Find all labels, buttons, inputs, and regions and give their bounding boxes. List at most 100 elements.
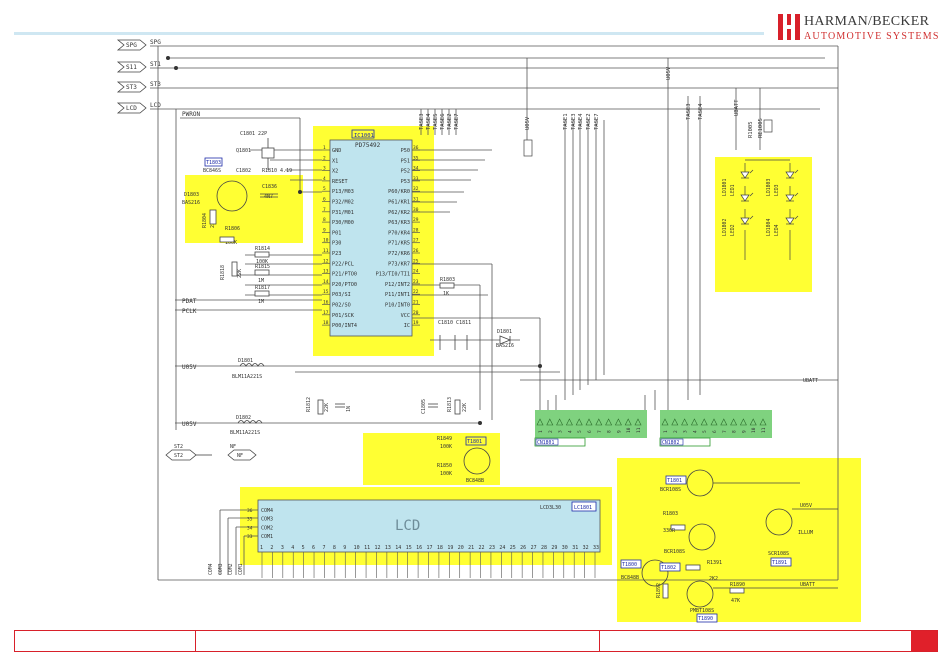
drv-r3-val: 47K	[731, 598, 740, 604]
mcu-pin-number: 32	[413, 186, 419, 192]
lcd-segment-number: 28	[541, 545, 547, 551]
connector-st3	[116, 81, 147, 93]
l1801-part: BLM11A221S	[232, 374, 262, 380]
c1812-ref: R1812	[306, 397, 312, 412]
mcu-ref: IC1001	[354, 133, 374, 139]
mcu-pin-name: VCC	[401, 313, 410, 319]
r1818-val: 22K	[237, 269, 243, 278]
lcd-segment-number: 16	[416, 545, 422, 551]
d1803-part: BAS216	[182, 200, 200, 206]
c1813-ref: R1813	[447, 397, 453, 412]
q1801-ref: Q1801	[236, 148, 251, 154]
mcu-pin-name: X2	[332, 169, 338, 175]
l1802-part: BLM11A221S	[230, 430, 260, 436]
connector-pin-number: 5	[702, 430, 708, 433]
net-label: TASE1	[563, 113, 569, 130]
net-label: ST1	[150, 61, 161, 68]
drv-r4-ref: R1892	[656, 583, 662, 598]
drv-r3-ref: R1890	[730, 582, 745, 588]
mcu-pin-name: P51	[401, 158, 410, 164]
lcd-segment-number: 21	[468, 545, 474, 551]
mcu-pin-name: P61/KR1	[388, 200, 410, 206]
footer-red-box	[911, 631, 937, 651]
mcu-pin-name: P53	[401, 179, 410, 185]
connector-cn1801	[535, 410, 647, 438]
drv-ubatt: UBATT	[800, 582, 815, 588]
connector-st1	[116, 61, 147, 73]
mcu-pin-number: 12	[323, 258, 329, 264]
lcd-ref: LC1801	[574, 505, 592, 511]
brand-tagline: AUTOMOTIVE SYSTEMS	[804, 31, 940, 42]
lcd-com-number: 33	[247, 534, 253, 540]
reset-highlight	[185, 175, 303, 243]
harman-becker-logo: HARMAN/BECKER AUTOMOTIVE SYSTEMS	[778, 12, 946, 48]
mcu-pin-number: 7	[323, 207, 326, 213]
net-label: TASE3	[686, 103, 692, 120]
lcd-segment-number: 26	[520, 545, 526, 551]
lcd-segment-number: 11	[364, 545, 370, 551]
net-label: ST3	[150, 81, 161, 88]
lcd-segment-number: 18	[437, 545, 443, 551]
connector-pin-icon	[681, 418, 689, 426]
net-label: U05V	[525, 116, 531, 130]
connector-pin-number: 1	[663, 430, 669, 433]
connector-pin-icon	[624, 418, 632, 426]
t1800-transistor	[641, 559, 669, 587]
connector-pin-icon	[739, 418, 747, 426]
lcd-com-name: COM4	[261, 508, 273, 514]
mcu-pin-number: 11	[323, 248, 329, 254]
connector-pin-icon	[710, 418, 718, 426]
mcu-pin-number: 21	[413, 300, 419, 306]
net-label: UBATT	[734, 99, 740, 116]
led-label: LD1803	[766, 179, 772, 196]
connector-pin-number: 7	[722, 430, 728, 433]
c1802-ref: C1802	[236, 168, 251, 174]
connector-label: SPG	[126, 42, 137, 49]
connector-pin-number: 11	[761, 427, 767, 433]
lcd-segment-number: 9	[343, 545, 346, 551]
lcd-part: LCD3L30	[540, 505, 561, 511]
connector-pin-icon	[585, 418, 593, 426]
st2-label: ST2	[174, 444, 183, 450]
lcd-segment-number: 27	[531, 545, 537, 551]
mcu-pin-number: 22	[413, 289, 419, 295]
connector-pin-icon	[565, 418, 573, 426]
lcd-bottom-label: COM2	[228, 563, 234, 575]
connector-label: LCD	[126, 105, 137, 112]
r1817-ref: R1817	[255, 285, 270, 291]
mcu-pin-number: 30	[413, 207, 419, 213]
lcd-segment-number: 12	[374, 545, 380, 551]
lcd-segment-number: 23	[489, 545, 495, 551]
connector-pin-number: 10	[751, 427, 757, 433]
mcu-pin-number: 35	[413, 155, 419, 161]
driver-highlight	[617, 458, 861, 622]
mcu-ref-box	[351, 129, 375, 139]
r1815-ref: R1815	[255, 264, 270, 270]
drv-t1-part: BCR108S	[660, 487, 681, 493]
crystal-cap: C1801 22P	[240, 131, 267, 137]
connector-pin-icon	[556, 418, 564, 426]
mcu-pin-number: 23	[413, 279, 419, 285]
net-label: TASE3	[419, 113, 425, 130]
mcu-pin-number: 24	[413, 269, 419, 275]
r1850-ref: R1850	[437, 463, 452, 469]
r1815-val: 1M	[258, 278, 264, 284]
mcu-part: PD75492	[355, 142, 381, 149]
lcd-com-name: COM3	[261, 517, 273, 523]
r1803-ref: R1803	[440, 277, 455, 283]
mcu-pin-name: X1	[332, 158, 338, 164]
lcd-segment-number: 17	[427, 545, 433, 551]
mcu-pin-number: 6	[323, 197, 326, 203]
connector-pin-icon	[759, 418, 767, 426]
net-label: TASE5	[433, 113, 439, 130]
connector-pin-number: 5	[577, 430, 583, 433]
net-label: RE1005	[758, 118, 764, 138]
mcu-pin-name: P12/INT2	[385, 282, 410, 288]
lcd-segment-number: 13	[385, 545, 391, 551]
net-label: PCLK	[182, 308, 197, 315]
mcu-pin-number: 31	[413, 197, 419, 203]
mcu-pin-name: IC	[404, 323, 410, 329]
lcd-segment-number: 24	[499, 545, 505, 551]
connector-pin-icon	[671, 418, 679, 426]
net-label: U05V	[182, 421, 197, 428]
